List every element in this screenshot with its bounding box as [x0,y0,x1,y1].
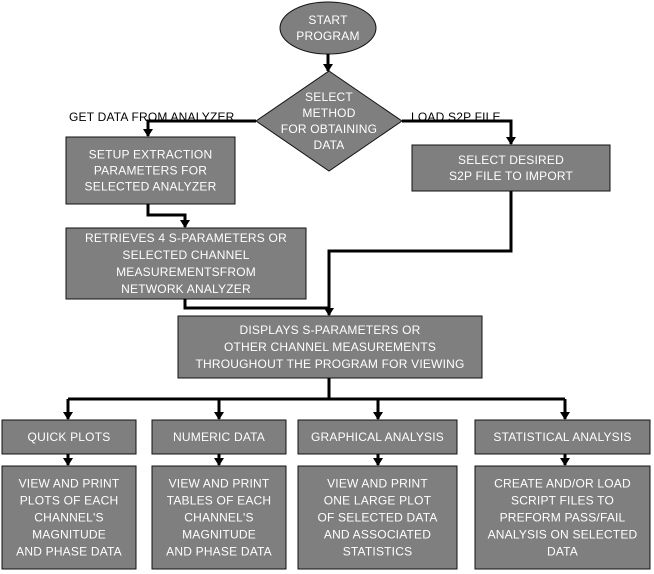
node-text-line: VIEW AND PRINT [19,477,120,491]
arrowhead [560,458,570,466]
connectors [63,54,570,466]
node-graphical: GRAPHICAL ANALYSIS [297,419,458,455]
arrowhead [63,412,73,420]
node-text-line: SELECT DESIRED [458,153,564,167]
node-graphical-desc: VIEW AND PRINT ONE LARGE PLOT OF SELECTED … [297,465,458,570]
process-box [411,144,611,192]
node-select-file: SELECT DESIRED S2P FILE TO IMPORT [411,144,611,192]
node-text-line: STATISTICS [343,545,413,559]
process-box [151,465,287,570]
connector-select-file-to-display [327,191,513,315]
arrowhead [63,458,73,466]
node-text-line: DISPLAYS S-PARAMETERS OR [239,323,420,337]
node-text-line: GRAPHICAL ANALYSIS [311,430,444,444]
node-text-line: PLOTS OF EACH [20,494,119,508]
connector-decision-to-select-file [402,119,513,144]
decision-diamond [255,70,403,172]
node-text-line: ANALYSIS ON SELECTED [488,528,638,542]
node-start: START PROGRAM [279,1,377,55]
node-text-line: MAGNITUDE [182,528,256,542]
arrowhead [373,458,383,466]
arrowhead [323,64,333,72]
node-setup: SETUP EXTRACTION PARAMETERS FOR SELECTED A… [65,136,236,205]
node-numeric-desc: VIEW AND PRINT TABLES OF EACH CHANNEL'S MAG… [151,465,287,570]
arrowhead [324,308,334,316]
node-quick-desc: VIEW AND PRINT PLOTS OF EACH CHANNEL'S MAGN… [1,465,137,570]
process-box [1,419,137,455]
node-text-line: SCRIPT FILES TO [511,494,614,508]
arrowhead [506,137,516,145]
process-box [65,136,236,205]
start-ellipse [279,1,377,55]
node-text-line: CHANNEL'S [184,511,253,525]
node-text-line: OTHER CHANNEL MEASUREMENTS [224,340,436,354]
node-retrieve: RETRIEVES 4 S-PARAMETERS OR SELECTED CHAN… [65,227,307,300]
branch-label-load-s2p: LOAD S2P FILE [411,110,501,124]
process-box [474,465,651,570]
node-text-line: AND PHASE DATA [166,545,272,559]
connector-setup-to-retrieve [146,204,187,227]
node-text-line: SELECT [305,90,353,104]
process-box [65,227,307,300]
branch-label-get-data: GET DATA FROM ANALYZER [69,110,235,124]
node-text-line: S2P FILE TO IMPORT [449,169,574,183]
node-text-line: RETRIEVES 4 S-PARAMETERS OR [85,231,287,245]
process-box [474,419,651,455]
arrowhead [373,412,383,420]
node-text-line: AND PHASE DATA [16,545,122,559]
arrowhead [214,458,224,466]
node-numeric: NUMERIC DATA [151,419,287,455]
node-text-line: PREFORM PASS/FAIL [500,511,626,525]
node-statistical-desc: CREATE AND/OR LOAD SCRIPT FILES TO PREFORM… [474,465,651,570]
node-text-line: NETWORK ANALYZER [121,282,251,296]
node-decision: SELECT METHOD FOR OBTAINING DATA [255,70,403,172]
process-box [177,315,483,379]
node-text-line: NUMERIC DATA [173,430,265,444]
arrowhead [214,412,224,420]
node-text-line: SELECTED CHANNEL [122,248,249,262]
node-text-line: VIEW AND PRINT [327,477,428,491]
node-text-line: SETUP EXTRACTION [89,148,213,162]
process-box [1,465,137,570]
node-text-line: OF SELECTED DATA [317,511,437,525]
node-text-line: TABLES OF EACH [167,494,272,508]
node-text-line: METHOD [302,106,355,120]
node-text-line: QUICK PLOTS [28,430,111,444]
node-text-line: CREATE AND/OR LOAD [494,477,631,491]
node-text-line: STATISTICAL ANALYSIS [493,430,631,444]
process-box [297,419,458,455]
arrowhead [560,412,570,420]
node-quick: QUICK PLOTS [1,419,137,455]
node-text-line: FOR OBTAINING [281,122,377,136]
node-text-line: DATA [313,138,344,152]
node-display: DISPLAYS S-PARAMETERS OR OTHER CHANNEL ME… [177,315,483,379]
branch-labels: GET DATA FROM ANALYZER LOAD S2P FILE [69,110,501,124]
node-text-line: ONE LARGE PLOT [324,494,432,508]
process-box [297,465,458,570]
node-text-line: DATA [547,545,578,559]
node-text-line: SELECTED ANALYZER [85,180,217,194]
arrowhead [143,129,153,137]
node-text-line: MEASUREMENTSFROM [116,265,256,279]
arrowhead [180,220,190,228]
node-text-line: START [308,13,348,27]
node-statistical: STATISTICAL ANALYSIS [474,419,651,455]
node-text-line: PARAMETERS FOR [94,164,207,178]
node-text-line: THROUGHOUT THE PROGRAM FOR VIEWING [195,357,464,371]
connector-retrieve-to-display [183,299,331,315]
node-text-line: VIEW AND PRINT [169,477,270,491]
node-text-line: MAGNITUDE [32,528,106,542]
node-text-line: AND ASSOCIATED [324,528,431,542]
node-text-line: PROGRAM [296,29,359,43]
node-text-line: CHANNEL'S [34,511,103,525]
